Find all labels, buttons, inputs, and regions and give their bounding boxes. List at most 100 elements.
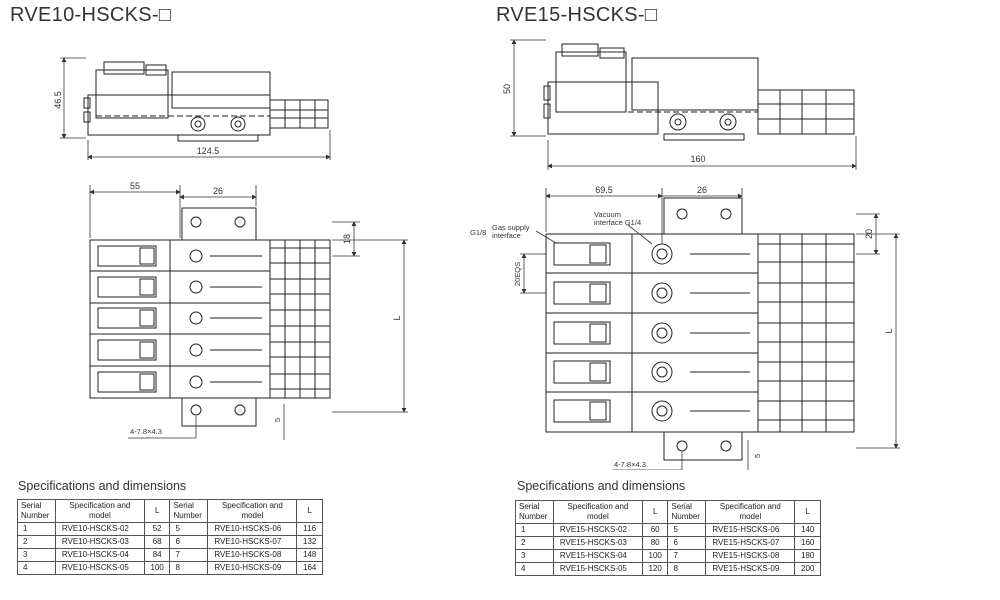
col-serial-2: Serial Number [667, 500, 707, 524]
cell: 80 [641, 536, 669, 550]
cell: RVE10-HSCKS-06 [207, 522, 298, 536]
right-dim-L: L [884, 328, 894, 333]
left-length-dim: 124.5 [197, 146, 220, 156]
left-dim-18: 18 [342, 234, 352, 244]
col-l-1: L [641, 500, 669, 524]
right-side-view [543, 43, 855, 141]
cell: RVE10-HSCKS-07 [207, 535, 298, 549]
left-dim-5: 5 [273, 418, 282, 422]
right-side-dimensions [510, 39, 857, 170]
right-dim-69-5: 69.5 [595, 185, 613, 195]
table-row: 4 RVE10-HSCKS-05 100 8 RVE10-HSCKS-09 16… [17, 561, 323, 575]
cell: 1 [515, 523, 554, 537]
cell: 164 [296, 561, 323, 575]
right-length-dim: 160 [690, 154, 705, 164]
cell: RVE15-HSCKS-08 [705, 549, 796, 563]
left-model-title: RVE10-HSCKS-□ [10, 4, 172, 26]
cell: RVE10-HSCKS-03 [54, 535, 145, 549]
col-serial-2: Serial Number [169, 499, 209, 523]
left-dim-26: 26 [213, 186, 223, 196]
right-top-view-modules [553, 242, 854, 423]
cell: RVE10-HSCKS-09 [207, 561, 298, 575]
left-top-dimensions [89, 185, 408, 440]
col-model-2: Specification and model [207, 499, 298, 523]
cell: 132 [296, 535, 323, 549]
right-spec-table: Serial Number Specification and model L … [515, 500, 821, 576]
right-dim-pitch: 20EQS [513, 262, 522, 286]
right-height-dim: 50 [502, 84, 512, 94]
cell: RVE10-HSCKS-04 [54, 548, 145, 562]
cell: 200 [794, 562, 821, 576]
cell: RVE15-HSCKS-06 [705, 523, 796, 537]
right-g18-label: G1/8 [470, 228, 486, 237]
col-l-2: L [296, 499, 323, 523]
cell: 4 [515, 562, 554, 576]
cell: 148 [296, 548, 323, 562]
cell: 4 [17, 561, 56, 575]
technical-drawing: 46.5 124.5 [53, 39, 900, 470]
left-side-dimensions [60, 57, 331, 160]
right-top-dimensions [520, 188, 900, 470]
cell: 5 [169, 522, 209, 536]
right-spec-title: Specifications and dimensions [517, 479, 686, 493]
cell: 3 [17, 548, 56, 562]
cell: RVE15-HSCKS-05 [552, 562, 643, 576]
left-spec-table: Serial Number Specification and model L … [17, 499, 323, 575]
cell: 7 [667, 549, 707, 563]
table-header-row: Serial Number Specification and model L … [515, 500, 821, 524]
table-row: 2 RVE15-HSCKS-03 80 6 RVE15-HSCKS-07 160 [515, 536, 821, 550]
left-top-view-modules [97, 245, 330, 393]
cell: RVE10-HSCKS-02 [54, 522, 145, 536]
right-model-title: RVE15-HSCKS-□ [496, 4, 658, 26]
cell: 116 [296, 522, 323, 536]
cell: RVE15-HSCKS-04 [552, 549, 643, 563]
col-model-1: Specification and model [552, 500, 643, 524]
cell: 2 [515, 536, 554, 550]
col-model-1: Specification and model [54, 499, 145, 523]
left-side-view [83, 61, 329, 142]
cell: 68 [143, 535, 171, 549]
right-top-view [545, 197, 855, 461]
cell: RVE15-HSCKS-09 [705, 562, 796, 576]
cell: 8 [169, 561, 209, 575]
col-serial-1: Serial Number [515, 500, 554, 524]
left-height-dim: 46.5 [53, 91, 63, 109]
cell: 2 [17, 535, 56, 549]
cell: 7 [169, 548, 209, 562]
right-dim-20: 20 [864, 229, 874, 239]
cell: RVE10-HSCKS-08 [207, 548, 298, 562]
cell: 60 [641, 523, 669, 537]
col-serial-1: Serial Number [17, 499, 56, 523]
cell: RVE15-HSCKS-02 [552, 523, 643, 537]
cell: 3 [515, 549, 554, 563]
cell: 180 [794, 549, 821, 563]
cell: 120 [641, 562, 669, 576]
cell: 100 [641, 549, 669, 563]
table-row: 3 RVE15-HSCKS-04 100 7 RVE15-HSCKS-08 18… [515, 549, 821, 563]
left-top-view [89, 207, 331, 427]
table-row: 4 RVE15-HSCKS-05 120 8 RVE15-HSCKS-09 20… [515, 562, 821, 576]
right-dim-5: 5 [753, 454, 762, 458]
gas-supply-label-1: Gas supply [492, 223, 530, 232]
left-dim-L: L [392, 315, 402, 320]
cell: RVE15-HSCKS-03 [552, 536, 643, 550]
right-dim-26: 26 [697, 185, 707, 195]
gas-supply-label-2: interface [492, 231, 521, 240]
left-spec-title: Specifications and dimensions [18, 479, 187, 493]
cell: 6 [169, 535, 209, 549]
cell: 1 [17, 522, 56, 536]
cell: 8 [667, 562, 707, 576]
table-header-row: Serial Number Specification and model L … [17, 499, 323, 523]
table-row: 3 RVE10-HSCKS-04 84 7 RVE10-HSCKS-08 148 [17, 548, 323, 562]
table-row: 2 RVE10-HSCKS-03 68 6 RVE10-HSCKS-07 132 [17, 535, 323, 549]
vacuum-label-2: interface G1/4 [594, 218, 641, 227]
cell: 52 [143, 522, 171, 536]
left-dim-55: 55 [130, 181, 140, 191]
table-row: 1 RVE10-HSCKS-02 52 5 RVE10-HSCKS-06 116 [17, 522, 323, 536]
table-row: 1 RVE15-HSCKS-02 60 5 RVE15-HSCKS-06 140 [515, 523, 821, 537]
cell: 140 [794, 523, 821, 537]
cell: 160 [794, 536, 821, 550]
col-model-2: Specification and model [705, 500, 796, 524]
cell: 6 [667, 536, 707, 550]
right-holes-dim: 4-7.8×4.3 [614, 460, 646, 469]
